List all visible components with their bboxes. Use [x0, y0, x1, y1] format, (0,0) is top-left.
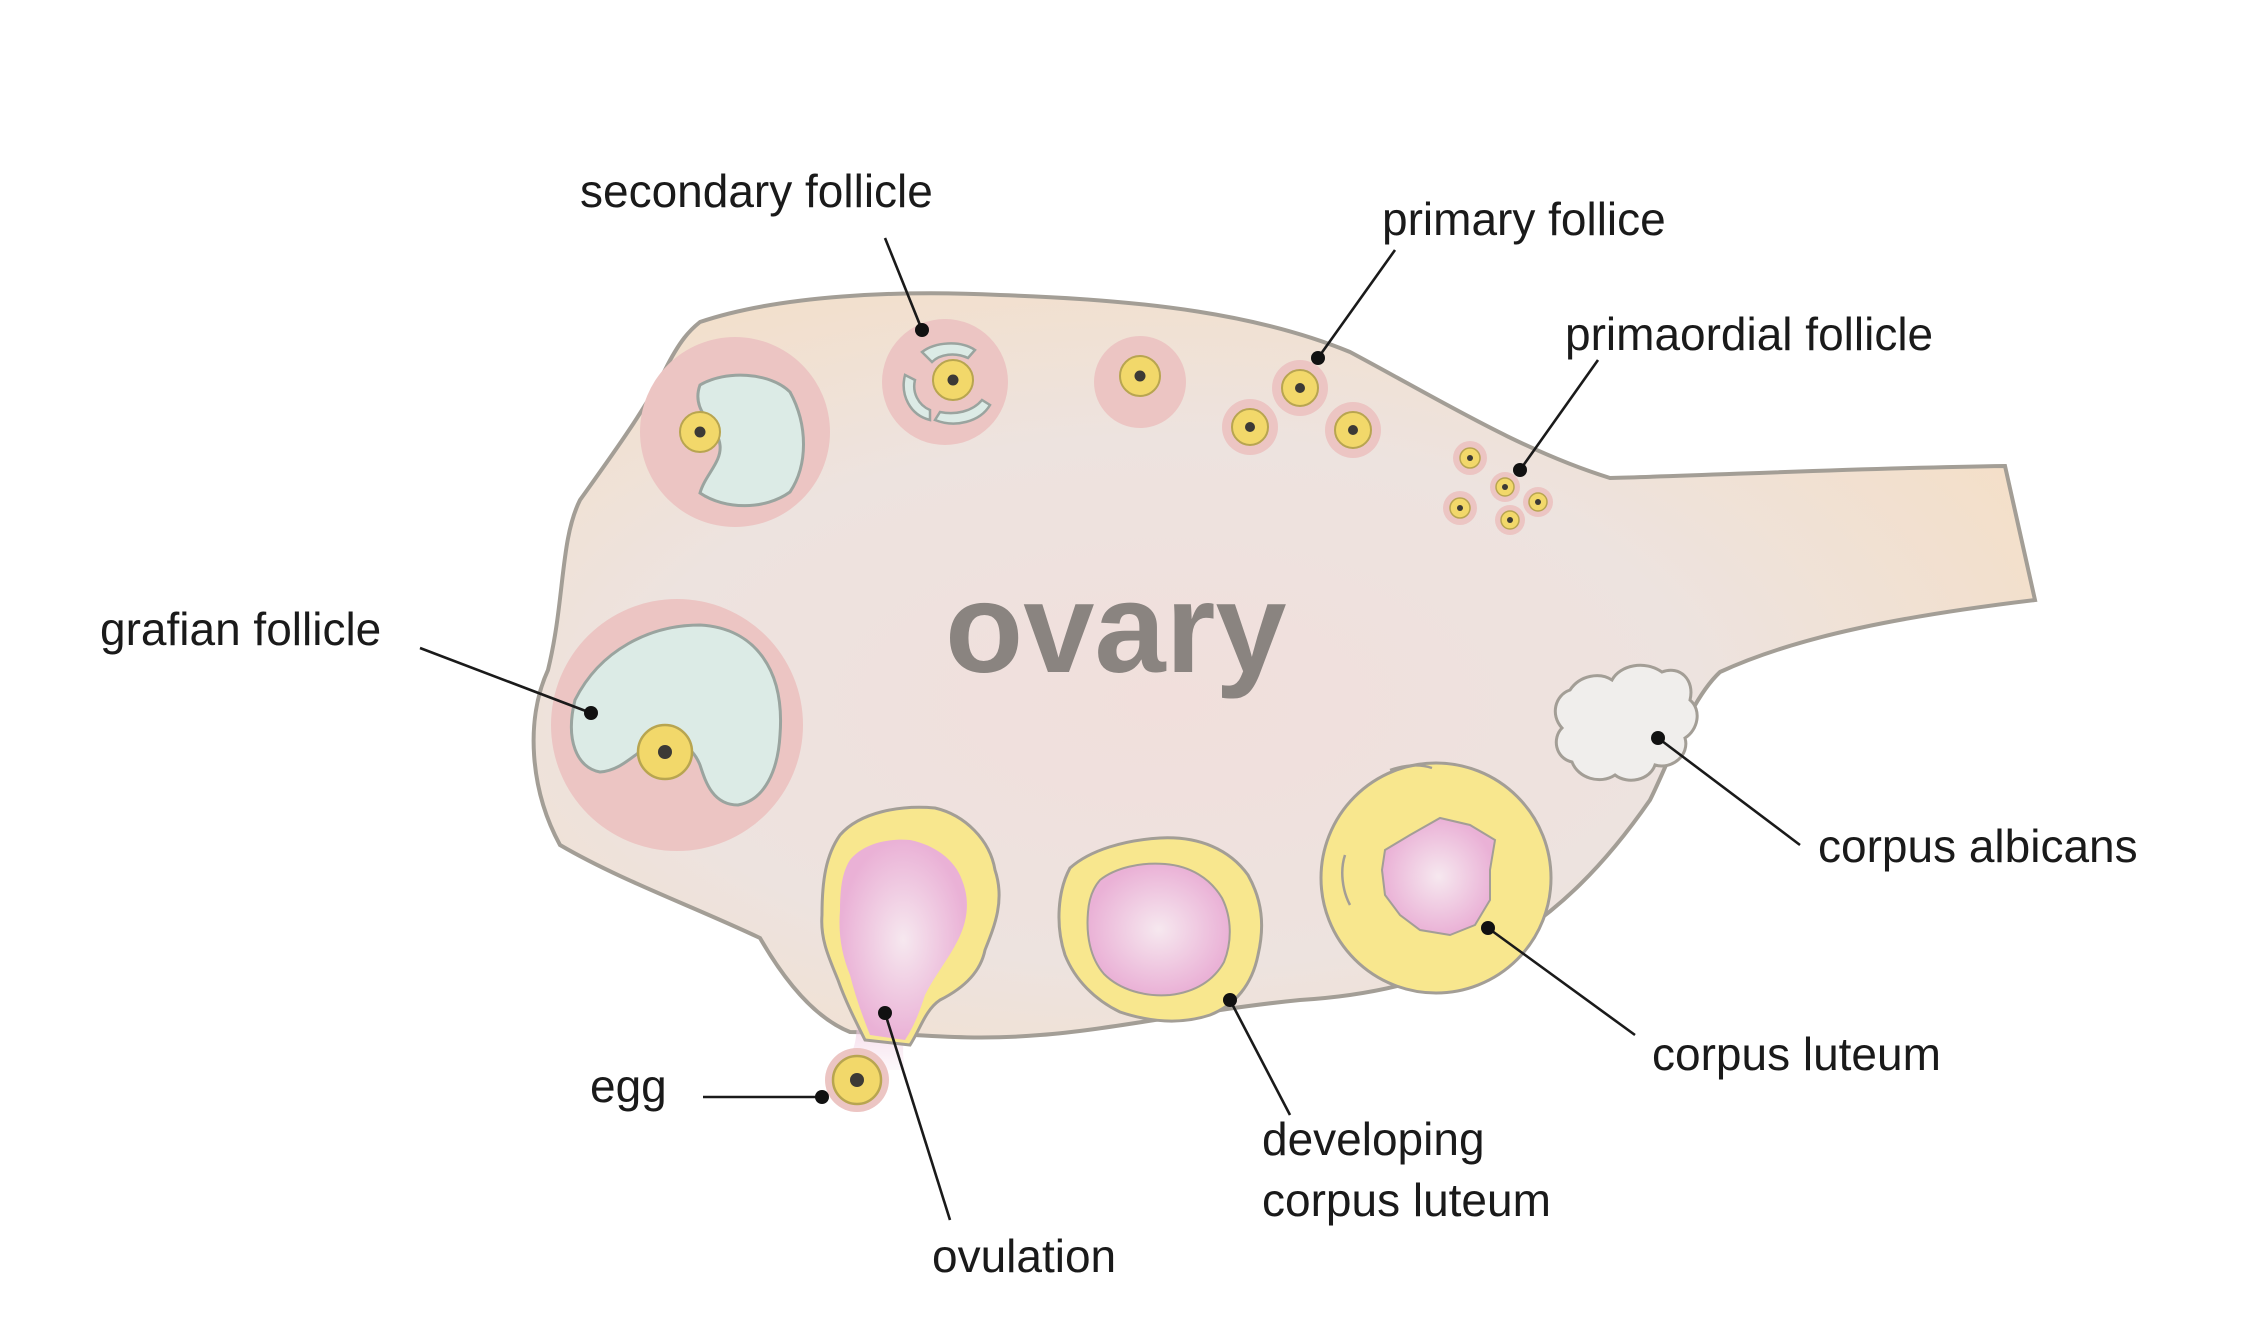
- corpus-luteum: [1319, 761, 1553, 995]
- developing-corpus-luteum: [1057, 836, 1264, 1023]
- dot-ovulation: [878, 1006, 892, 1020]
- leader-primary-follicle: [1316, 249, 1397, 359]
- dot-egg: [815, 1090, 829, 1104]
- tertiary-follicle: [640, 337, 830, 527]
- leader-ovulation: [883, 1012, 952, 1221]
- label-developing-corpus-luteum-line1: developing: [1262, 1113, 1485, 1165]
- primary-follicle-b: [1272, 360, 1328, 416]
- dot-primary-follicle: [1311, 351, 1325, 365]
- label-grafian-follicle: grafian follicle: [100, 603, 381, 655]
- leader-corpus-luteum: [1487, 926, 1636, 1037]
- label-ovulation: ovulation: [932, 1230, 1116, 1282]
- secondary-follicle: [882, 319, 1008, 445]
- primary-follicle-a: [1094, 336, 1186, 428]
- leader-grafian-follicle: [419, 646, 592, 715]
- label-developing-corpus-luteum-line2: corpus luteum: [1262, 1174, 1551, 1226]
- leader-primordial-follicle: [1518, 359, 1600, 471]
- leader-developing-corpus-luteum: [1228, 999, 1292, 1116]
- leader-secondary-follicle: [883, 237, 924, 331]
- label-corpus-luteum: corpus luteum: [1652, 1028, 1941, 1080]
- dot-grafian-follicle: [584, 706, 598, 720]
- dot-developing-corpus-luteum: [1223, 993, 1237, 1007]
- label-primary-follicle: primary follice: [1382, 193, 1666, 245]
- corpus-albicans: [1553, 663, 1699, 782]
- grafian-follicle: [551, 599, 803, 851]
- egg: [825, 1048, 889, 1112]
- label-egg: egg: [590, 1060, 667, 1112]
- label-corpus-albicans: corpus albicans: [1818, 820, 2138, 872]
- ovary-title: ovary: [945, 557, 1287, 700]
- primary-follicle-d: [1325, 402, 1381, 458]
- dot-corpus-albicans: [1651, 731, 1665, 745]
- leader-corpus-albicans: [1657, 736, 1801, 847]
- dot-corpus-luteum: [1481, 921, 1495, 935]
- label-primordial-follicle: primaordial follicle: [1565, 308, 1933, 360]
- label-secondary-follicle: secondary follicle: [580, 165, 933, 217]
- ovulating-follicle: [820, 805, 1001, 1070]
- dot-secondary-follicle: [915, 323, 929, 337]
- dot-primordial-follicle: [1513, 463, 1527, 477]
- primary-follicle-c: [1222, 399, 1278, 455]
- primordial-follicles: [1443, 441, 1553, 535]
